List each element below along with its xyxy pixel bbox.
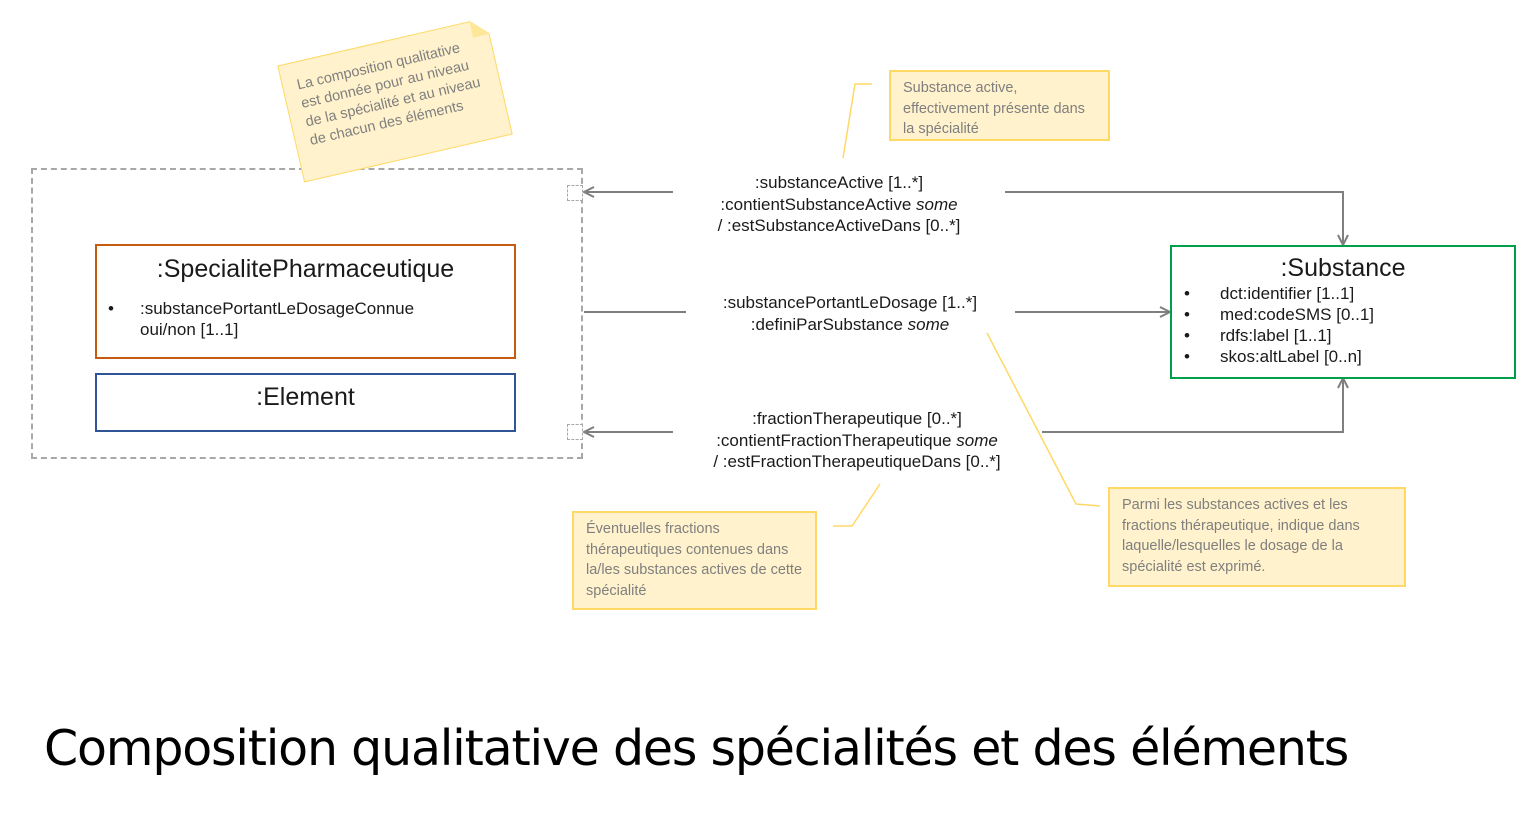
relation-label-dosage: :substancePortantLeDosage [1..*] :defini… [690, 292, 1010, 335]
slide-title: Composition qualitative des spécialités … [44, 720, 1349, 777]
note-dosage[interactable]: Parmi les substances actives et les frac… [1108, 487, 1406, 587]
callout-substance-active [842, 83, 872, 159]
note-text: Éventuelles fractions thérapeutiques con… [586, 521, 803, 599]
note-text: Substance active, effectivement présente… [903, 80, 1085, 137]
relation-line: :substancePortantLeDosage [1..*] [722, 293, 978, 312]
note-fractions[interactable]: Éventuelles fractions thérapeutiques con… [572, 511, 817, 610]
relation-line: / :estFractionTherapeutiqueDans [0..*] [713, 452, 1001, 471]
property-list: dct:identifier [1..1] med:codeSMS [0..1]… [1172, 283, 1514, 367]
relation-line: :contientSubstanceActive some [720, 194, 958, 214]
relation-label-fraction: :fractionTherapeutique [0..*] :contientF… [676, 408, 1038, 473]
substance-active-arrow-right [1005, 191, 1343, 245]
class-specialite-pharmaceutique[interactable]: :SpecialitePharmaceutique :substancePort… [95, 244, 516, 359]
class-element[interactable]: :Element [95, 373, 516, 432]
property-item: med:codeSMS [0..1] [1184, 304, 1514, 325]
class-name: :SpecialitePharmaceutique [156, 255, 455, 283]
class-name: :Substance [1280, 254, 1406, 282]
property-item: rdfs:label [1..1] [1184, 325, 1514, 346]
callout-dosage [986, 332, 1101, 507]
connector-handle-top[interactable] [567, 185, 583, 201]
property-list: :substancePortantLeDosageConnue oui/non … [97, 298, 514, 340]
relation-line: :fractionTherapeutique [0..*] [752, 409, 962, 428]
folded-corner-icon [468, 16, 491, 38]
note-substance-active[interactable]: Substance active, effectivement présente… [889, 70, 1110, 141]
class-name: :Element [256, 383, 355, 411]
relation-line: :substanceActive [1..*] [754, 173, 924, 192]
property-item: skos:altLabel [0..n] [1184, 346, 1514, 367]
relation-line: / :estSubstanceActiveDans [0..*] [717, 216, 961, 235]
property-item: dct:identifier [1..1] [1184, 283, 1514, 304]
fraction-arrow-right [1042, 378, 1343, 433]
property-item: :substancePortantLeDosageConnue oui/non … [108, 298, 474, 340]
relation-line: :contientFractionTherapeutique some [716, 430, 998, 450]
note-text: Parmi les substances actives et les frac… [1122, 497, 1360, 575]
connector-handle-bottom[interactable] [567, 424, 583, 440]
note-text: La composition qualitative est donnée po… [295, 40, 482, 149]
relation-label-substance-active: :substanceActive [1..*] :contientSubstan… [680, 172, 998, 237]
class-substance[interactable]: :Substance dct:identifier [1..1] med:cod… [1170, 245, 1516, 379]
callout-fractions [833, 483, 881, 527]
relation-line: :definiParSubstance some [750, 314, 950, 334]
